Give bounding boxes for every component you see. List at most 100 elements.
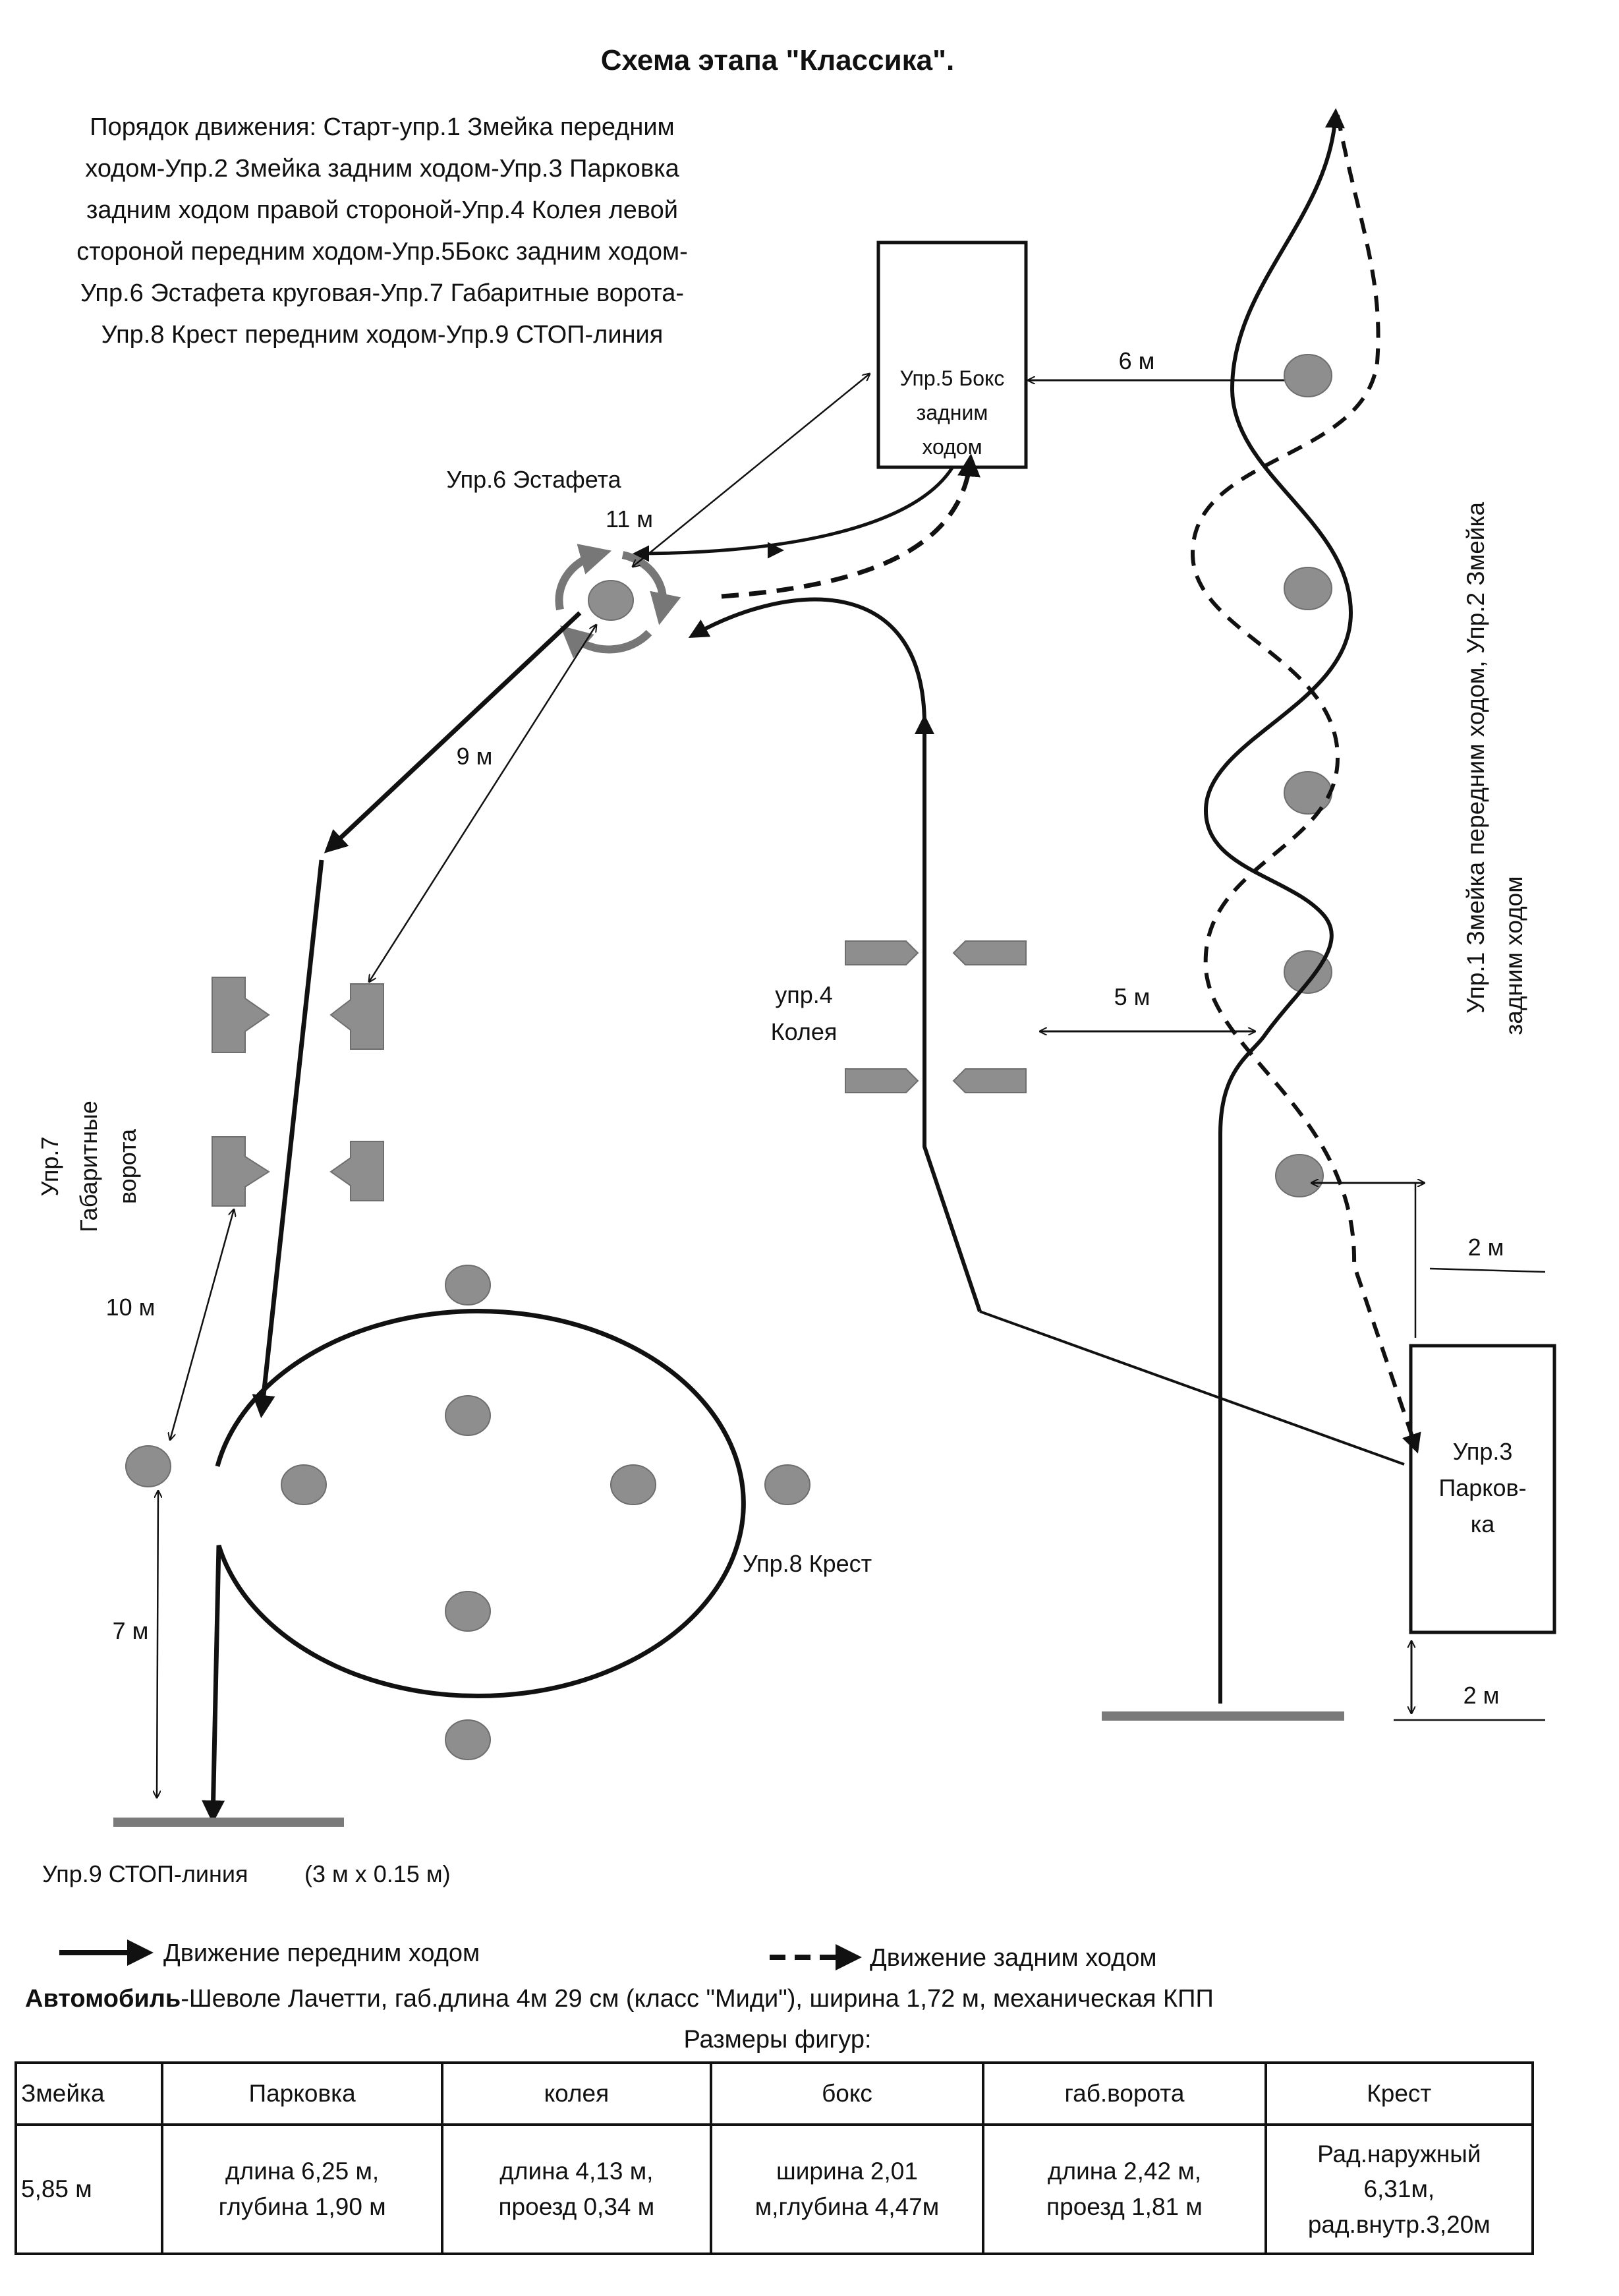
cross-cone <box>445 1265 491 1306</box>
relay-label: Упр.6 Эстафета <box>446 466 621 493</box>
intro-line: ходом-Упр.2 Змейка задним ходом-Упр.3 Па… <box>85 155 679 183</box>
gate-markers <box>212 977 384 1207</box>
snake-forward-path <box>1203 108 1353 1704</box>
page-title: Схема этапа "Классика". <box>601 44 954 76</box>
cell-line: глубина 1,90 м <box>218 2193 386 2220</box>
cross-cone <box>445 1591 491 1632</box>
car-label: Автомобиль <box>25 1985 181 2013</box>
stop-line <box>113 1818 344 1827</box>
table-cell: длина 2,42 м, проезд 1,81 м <box>982 2123 1267 2255</box>
sizes-title: Размеры фигур: <box>683 2026 871 2053</box>
cell-line: м,глубина 4,47м <box>754 2193 940 2220</box>
intro-line: стороной передним ходом-Упр.5Бокс задним… <box>76 238 688 266</box>
cell-line: проезд 1,81 м <box>1046 2193 1203 2220</box>
dim-label-gates-cone: 10 м <box>106 1294 156 1321</box>
dim-label-box-relay: 11 м <box>606 505 653 532</box>
table-cell: длина 6,25 м, глубина 1,90 м <box>161 2123 444 2255</box>
dim-cone-stop <box>157 1491 158 1798</box>
snake-cone <box>1284 771 1332 815</box>
rut-label: Колея <box>771 1018 838 1045</box>
parking-to-rut-line <box>979 1310 1405 1466</box>
snake-cone <box>1284 567 1332 610</box>
start-line <box>1102 1711 1344 1721</box>
dim-label-snake-parking: 2 м <box>1468 1234 1504 1261</box>
parking-label: Упр.3 <box>1453 1438 1513 1465</box>
dim-label-rut-snake: 5 м <box>1114 983 1150 1010</box>
table-header: Змейка <box>14 2061 164 2126</box>
car-text: -Шеволе Лачетти, габ.длина 4м 29 см (кла… <box>181 1985 1214 2013</box>
table-cell: длина 4,13 м, проезд 0,34 м <box>441 2123 712 2255</box>
cell-line: Рад.наружный <box>1317 2140 1481 2167</box>
cell-line: длина 4,13 м, <box>499 2158 654 2185</box>
stop-label: Упр.9 СТОП-линия <box>42 1860 248 1887</box>
dim-relay-gates <box>369 625 596 982</box>
stop-size: (3 м x 0.15 м) <box>304 1860 451 1887</box>
snake-cones <box>1275 354 1332 1197</box>
table-cell: ширина 2,01 м,глубина 4,47м <box>709 2123 985 2255</box>
rut-label: упр.4 <box>775 981 833 1008</box>
cross-cone <box>281 1464 327 1505</box>
legend-forward-label: Движение передним ходом <box>163 1939 480 1967</box>
cross-cone <box>764 1464 810 1505</box>
intro-line: Упр.8 Крест передним ходом-Упр.9 СТОП-ли… <box>101 321 664 349</box>
forward-path-gates-cross <box>252 859 324 1418</box>
reverse-path-box <box>721 453 980 599</box>
dim-box-relay <box>633 374 870 567</box>
gates-label: Габаритные <box>75 1101 102 1232</box>
intro-line: Порядок движения: Старт-упр.1 Змейка пер… <box>90 113 674 141</box>
dim-label-parking-finish: 2 м <box>1463 1682 1500 1709</box>
cell-line: 5,85 м <box>21 2175 92 2203</box>
cell-line: длина 6,25 м, <box>225 2158 380 2185</box>
dim-ext-line <box>1429 1267 1546 1273</box>
table-header: габ.ворота <box>982 2061 1267 2126</box>
cross-label: Упр.8 Крест <box>743 1550 872 1577</box>
dim-label-relay-gates: 9 м <box>457 743 493 770</box>
parking-label: Парков- <box>1438 1474 1526 1501</box>
snake-cone <box>1275 1154 1324 1197</box>
intro-line: задним ходом правой стороной-Упр.4 Колея… <box>86 196 678 224</box>
cell-line: проезд 0,34 м <box>498 2193 655 2220</box>
box-rect <box>876 241 1028 469</box>
snake-label: задним ходом <box>1500 876 1527 1035</box>
dim-label-box-snake: 6 м <box>1119 347 1155 374</box>
rut-markers <box>845 940 1027 1093</box>
relay-cone <box>588 580 634 621</box>
table-header: бокс <box>709 2061 985 2126</box>
cross-cone <box>610 1464 656 1505</box>
forward-path-relay-gates <box>324 611 582 853</box>
box-label: задним <box>917 401 988 424</box>
dim-label-cone-stop: 7 м <box>113 1617 149 1644</box>
cross-cone <box>445 1719 491 1760</box>
car-info: Автомобиль-Шеволе Лачетти, габ.длина 4м … <box>25 1985 1214 2013</box>
table-row: 5,85 м длина 6,25 м, глубина 1,90 м длин… <box>14 2123 1535 2255</box>
table-cell: 5,85 м <box>14 2123 164 2255</box>
table-header: колея <box>441 2061 712 2126</box>
table-header-row: Змейка Парковка колея бокс габ.ворота Кр… <box>14 2061 1535 2126</box>
intro-line: Упр.6 Эстафета круговая-Упр.7 Габаритные… <box>80 279 684 307</box>
cell-line: рад.внутр.3,20м <box>1307 2210 1491 2238</box>
cell-line: 6,31м, <box>1363 2175 1435 2203</box>
table-header: Крест <box>1264 2061 1535 2126</box>
forward-path-box-relay <box>633 467 954 562</box>
movement-order: Порядок движения: Старт-упр.1 Змейка пер… <box>76 113 688 349</box>
gate-cone <box>125 1445 171 1487</box>
cross-cone <box>445 1395 491 1436</box>
snake-cone <box>1284 354 1332 397</box>
legend-reverse-label: Движение задним ходом <box>870 1944 1157 1972</box>
table-header: Парковка <box>161 2061 444 2126</box>
cell-line: длина 2,42 м, <box>1047 2158 1202 2185</box>
forward-path-rut <box>688 597 982 1312</box>
cross-path <box>202 1309 746 1823</box>
parking-label: ка <box>1471 1510 1496 1537</box>
cross-cones <box>281 1265 810 1760</box>
parking-rect <box>1409 1344 1556 1634</box>
dim-gates-cone <box>170 1209 234 1440</box>
cell-line: ширина 2,01 <box>776 2158 918 2185</box>
box-label: Упр.5 Бокс <box>900 366 1005 390</box>
snake-reverse-path <box>1190 115 1421 1454</box>
snake-cone <box>1284 950 1332 994</box>
gates-label: Упр.7 <box>36 1137 63 1197</box>
table-cell: Рад.наружный 6,31м, рад.внутр.3,20м <box>1264 2123 1535 2255</box>
box-label: ходом <box>922 435 982 459</box>
